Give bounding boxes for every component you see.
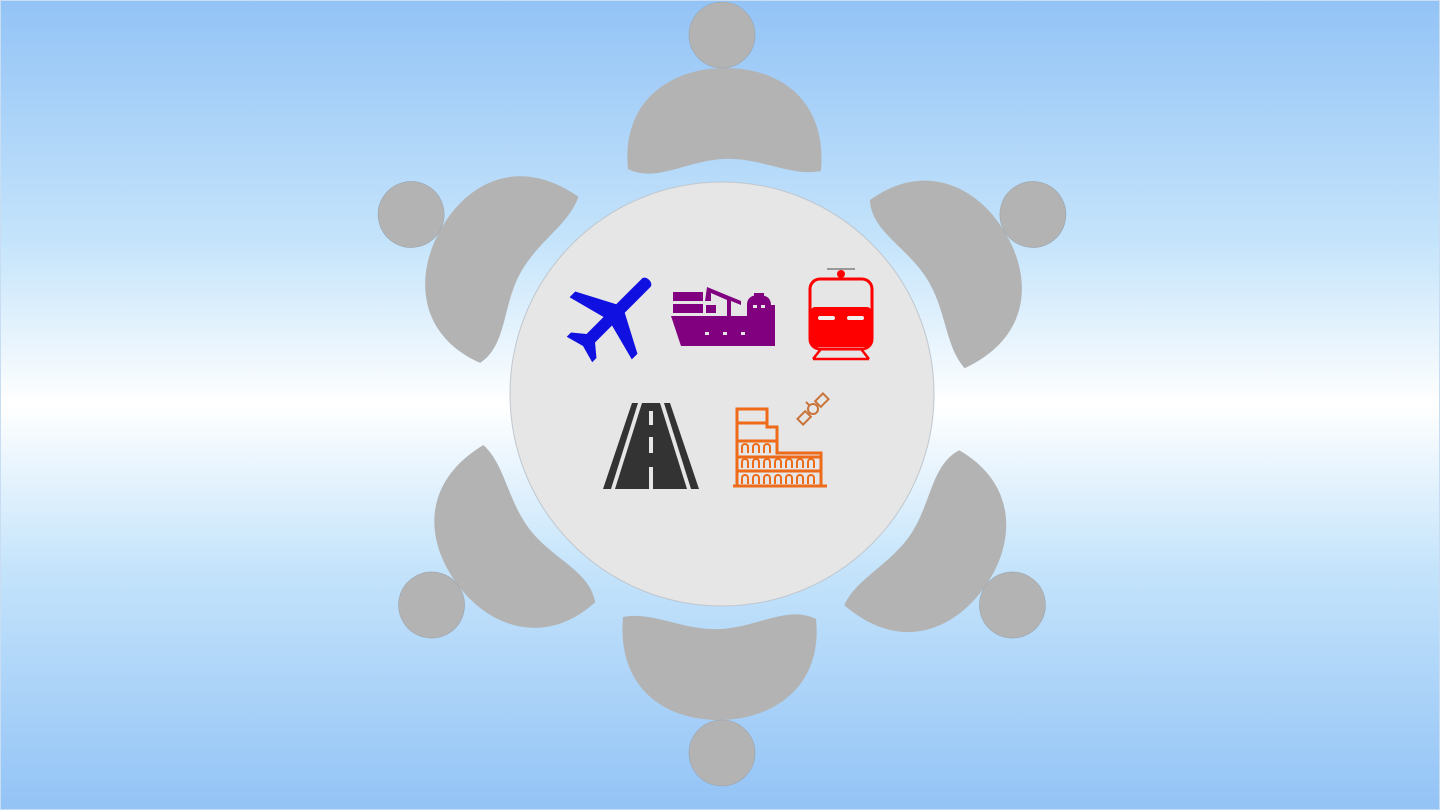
colosseum-icon: [733, 407, 827, 488]
ship-portholes: [705, 305, 765, 335]
person-figure: [844, 450, 1046, 639]
person-head: [377, 181, 445, 248]
person-head: [999, 181, 1067, 248]
satellite-icon: [796, 392, 830, 426]
person-figure: [622, 614, 817, 787]
person-head: [398, 571, 465, 639]
person-head: [979, 571, 1046, 639]
person-body: [627, 68, 822, 174]
person-body: [869, 180, 1022, 369]
person-figure: [377, 176, 579, 363]
round-table: [509, 181, 935, 607]
person-body: [622, 614, 817, 720]
person-body: [844, 450, 1007, 633]
person-body: [434, 444, 596, 628]
person-head: [688, 719, 756, 787]
person-head: [688, 1, 756, 69]
people-group: [377, 1, 1067, 787]
person-figure: [398, 444, 596, 639]
cargo-ship-icon: [671, 287, 775, 346]
train-icon: [808, 268, 874, 361]
person-figure: [869, 180, 1067, 369]
person-body: [425, 176, 579, 363]
person-figure: [627, 1, 822, 174]
road-centerline: [649, 411, 653, 489]
airplane-icon: [566, 277, 652, 363]
